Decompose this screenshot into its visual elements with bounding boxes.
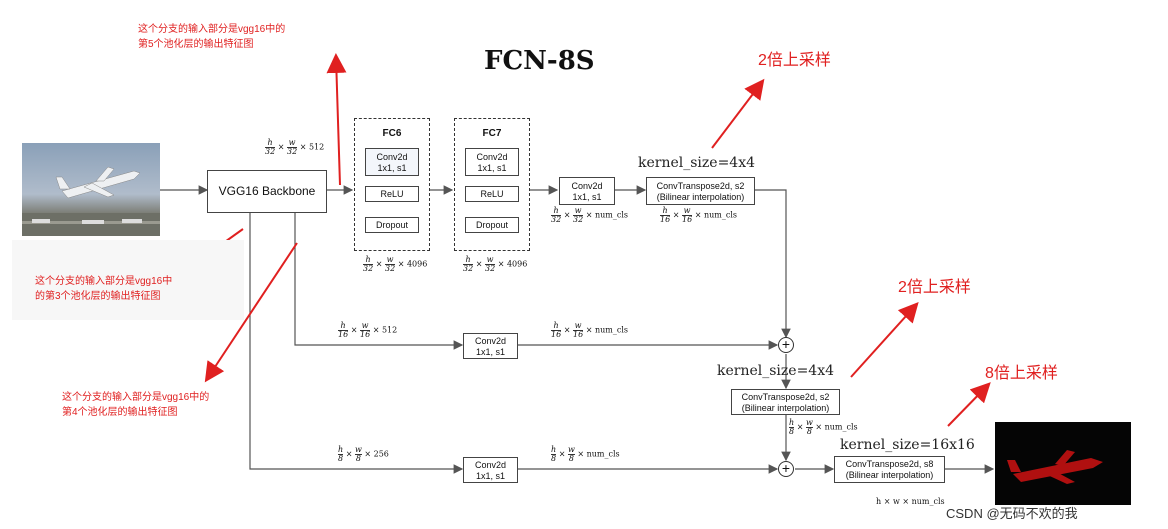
diagram-title: FCN-8S [484,46,595,76]
kernel-label-bottom: kernel_size=16x16 [840,437,975,453]
airplane-photo-icon [22,166,160,236]
backbone-label: VGG16 Backbone [218,184,316,198]
input-image [22,143,160,236]
add-node-2: + [778,461,794,477]
fc7-block: FC7 Conv2d 1x1, s1 ReLU Dropout [454,118,530,251]
deconv-top: ConvTranspose2d, s2 (Bilinear interpolat… [646,177,755,205]
score-conv-top: Conv2d 1x1, s1 [559,177,615,205]
upsample-label-mid: 2倍上采样 [898,279,971,296]
watermark: CSDN @无码不欢的我 [946,506,1078,521]
upsample-label-bottom: 8倍上采样 [985,365,1058,382]
vgg16-backbone-box: VGG16 Backbone [207,170,327,213]
note-mid-panel [12,240,244,320]
airplane-mask-icon [1007,450,1103,484]
output-mask-image [995,422,1131,505]
fc6-relu-box: ReLU [365,186,419,202]
kernel-label-top: kernel_size=4x4 [638,155,756,171]
note-top: 这个分支的输入部分是vgg16中的 第5个池化层的输出特征图 [138,24,286,50]
kernel-label-mid: kernel_size=4x4 [717,363,835,379]
score-conv-pool4: Conv2d 1x1, s1 [463,333,518,359]
score-conv-pool3: Conv2d 1x1, s1 [463,457,518,483]
note-bottom: 这个分支的输入部分是vgg16中的 第4个池化层的输出特征图 [62,392,210,418]
deconv-mid: ConvTranspose2d, s2 (Bilinear interpolat… [731,389,840,415]
fc6-title: FC6 [382,128,402,139]
upsample-label-top: 2倍上采样 [758,52,831,69]
note-mid: 这个分支的输入部分是vgg16中 的第3个池化层的输出特征图 [35,276,173,302]
fc7-title: FC7 [482,128,502,139]
final-dim-label: h × w × num_cls [876,497,945,506]
fc6-block: FC6 Conv2d 1x1, s1 ReLU Dropout [354,118,430,251]
fc7-conv-box: Conv2d 1x1, s1 [465,148,519,176]
fc7-relu-box: ReLU [465,186,519,202]
fc6-dropout-box: Dropout [365,217,419,233]
add-node-1: + [778,337,794,353]
deconv-final: ConvTranspose2d, s8 (Bilinear interpolat… [834,456,945,483]
fc7-dropout-box: Dropout [465,217,519,233]
fc6-conv-box: Conv2d 1x1, s1 [365,148,419,176]
